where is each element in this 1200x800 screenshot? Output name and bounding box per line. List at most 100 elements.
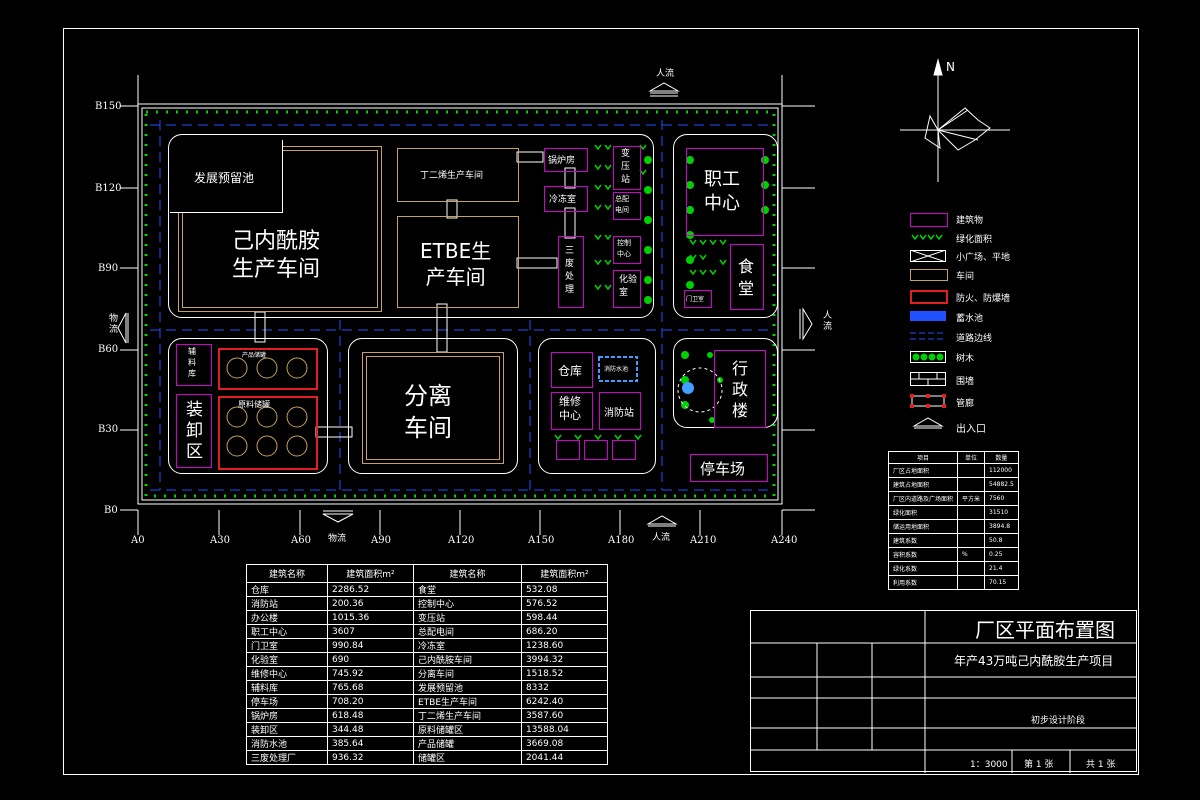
gate-bottom-left-label: 物流 [328, 534, 347, 544]
stats-cell: 容积系数 [887, 547, 959, 562]
legend-swatch-water [910, 311, 946, 321]
area-header: 建筑名称 [246, 564, 328, 583]
area-cell: 3994.32 [520, 652, 609, 667]
stats-cell: 70.15 [984, 575, 1019, 590]
stats-header: 项目 [887, 451, 959, 464]
legend-label: 出入口 [956, 424, 986, 435]
axis-y-label: B120 [95, 183, 122, 194]
area-cell: 3587.60 [520, 708, 609, 723]
area-cell: 职工中心 [246, 624, 328, 639]
building-canteen [730, 244, 764, 310]
stats-cell: 3894.8 [984, 519, 1019, 534]
axis-y-label: B60 [98, 344, 119, 355]
stats-cell: 112000 [984, 463, 1019, 478]
stats-cell [957, 477, 986, 492]
area-cell: 200.36 [326, 596, 415, 611]
fire-label: 消防站 [604, 408, 634, 419]
parking-label: 停车场 [700, 460, 746, 478]
gate-left-label: 物流 [107, 313, 117, 335]
stats-cell: 平方米 [957, 491, 986, 506]
area-cell: 三废处理厂 [246, 750, 328, 765]
area-cell: 765.68 [326, 680, 415, 695]
building-office [714, 350, 766, 428]
area-header: 建筑面积m² [326, 564, 415, 583]
area-cell: 装卸区 [246, 722, 328, 737]
legend-label: 车间 [956, 272, 975, 282]
scale: 1：3000 [970, 760, 1008, 770]
axis-x-label: A90 [371, 535, 391, 546]
product-tank-label: 产品储罐 [242, 352, 267, 359]
drawing-border [63, 28, 1139, 775]
area-cell: 储罐区 [413, 750, 522, 765]
building-parking [690, 454, 768, 482]
area-cell: 总配电间 [413, 624, 522, 639]
zone-separation [348, 338, 518, 474]
stats-cell [957, 533, 986, 548]
axis-x-label: A180 [608, 535, 635, 546]
legend-swatch-workshop [910, 269, 948, 281]
stats-cell: 利用系数 [887, 575, 959, 590]
area-cell: 丁二烯生产车间 [413, 708, 522, 723]
building-separation [362, 352, 504, 464]
area-cell: 532.08 [520, 582, 609, 597]
area-cell: 发展预留池 [413, 680, 522, 695]
separation-label: 分离 车间 [404, 382, 452, 442]
area-cell: 2041.44 [520, 750, 609, 765]
legend-label: 小广场、平地 [956, 253, 1011, 263]
stats-cell [957, 519, 986, 534]
sheet-total: 共 1 张 [1086, 760, 1116, 770]
area-cell: 控制中心 [413, 596, 522, 611]
area-header: 建筑名称 [413, 564, 522, 583]
building-loading [176, 394, 212, 468]
area-cell: 1015.36 [326, 610, 415, 625]
area-cell: 消防水池 [246, 736, 328, 751]
area-cell: 686.20 [520, 624, 609, 639]
building-fire [599, 392, 641, 430]
building-small-a [556, 440, 580, 460]
building-reserve-pool [170, 140, 283, 213]
legend-swatch-building [910, 213, 948, 227]
axis-x-label: A120 [448, 535, 475, 546]
area-cell: 辅料库 [246, 680, 328, 695]
boiler-label: 锅炉房 [548, 156, 576, 166]
stats-cell: 绿化系数 [887, 561, 959, 576]
area-cell: 13588.04 [520, 722, 609, 737]
stats-cell [957, 575, 986, 590]
axis-x-label: A240 [771, 535, 798, 546]
axis-y-label: B90 [98, 263, 119, 274]
building-warehouse [551, 352, 593, 388]
area-cell: 化验室 [246, 652, 328, 667]
area-cell: 385.64 [326, 736, 415, 751]
title-block-grid [750, 610, 1137, 773]
zone-service [538, 338, 656, 474]
caprolactam-label: 己内酰胺 生产车间 [232, 229, 321, 282]
legend-swatch-wall [910, 372, 946, 386]
zone-main-production [168, 134, 654, 318]
axis-x-label: A210 [690, 535, 717, 546]
raw-tank-area [218, 396, 318, 470]
area-cell: 3669.08 [520, 736, 609, 751]
stats-cell: 7560 [984, 491, 1019, 506]
area-cell: 3607 [326, 624, 415, 639]
area-cell: 708.20 [326, 694, 415, 709]
stats-cell: 建筑系数 [887, 533, 959, 548]
legend-label: 管廊 [956, 399, 975, 409]
legend-label: 绿化面积 [956, 235, 993, 245]
legend-swatch-pipe [910, 394, 946, 408]
area-cell: 618.48 [326, 708, 415, 723]
gate-top-label: 人流 [656, 69, 675, 79]
legend-label: 防火、防爆墙 [956, 294, 1011, 304]
area-cell: 598.44 [520, 610, 609, 625]
stats-cell: 0.25 [984, 547, 1019, 562]
gate-right-label: 人流 [821, 310, 831, 332]
legend-label: 树木 [956, 354, 975, 364]
building-waste [558, 236, 584, 308]
substation-label: 变 压 站 [621, 149, 631, 185]
area-cell: 8332 [520, 680, 609, 695]
building-aux [176, 344, 212, 386]
stats-cell: 50.8 [984, 533, 1019, 548]
area-header: 建筑面积m² [520, 564, 609, 583]
building-separation-inner [366, 356, 500, 460]
